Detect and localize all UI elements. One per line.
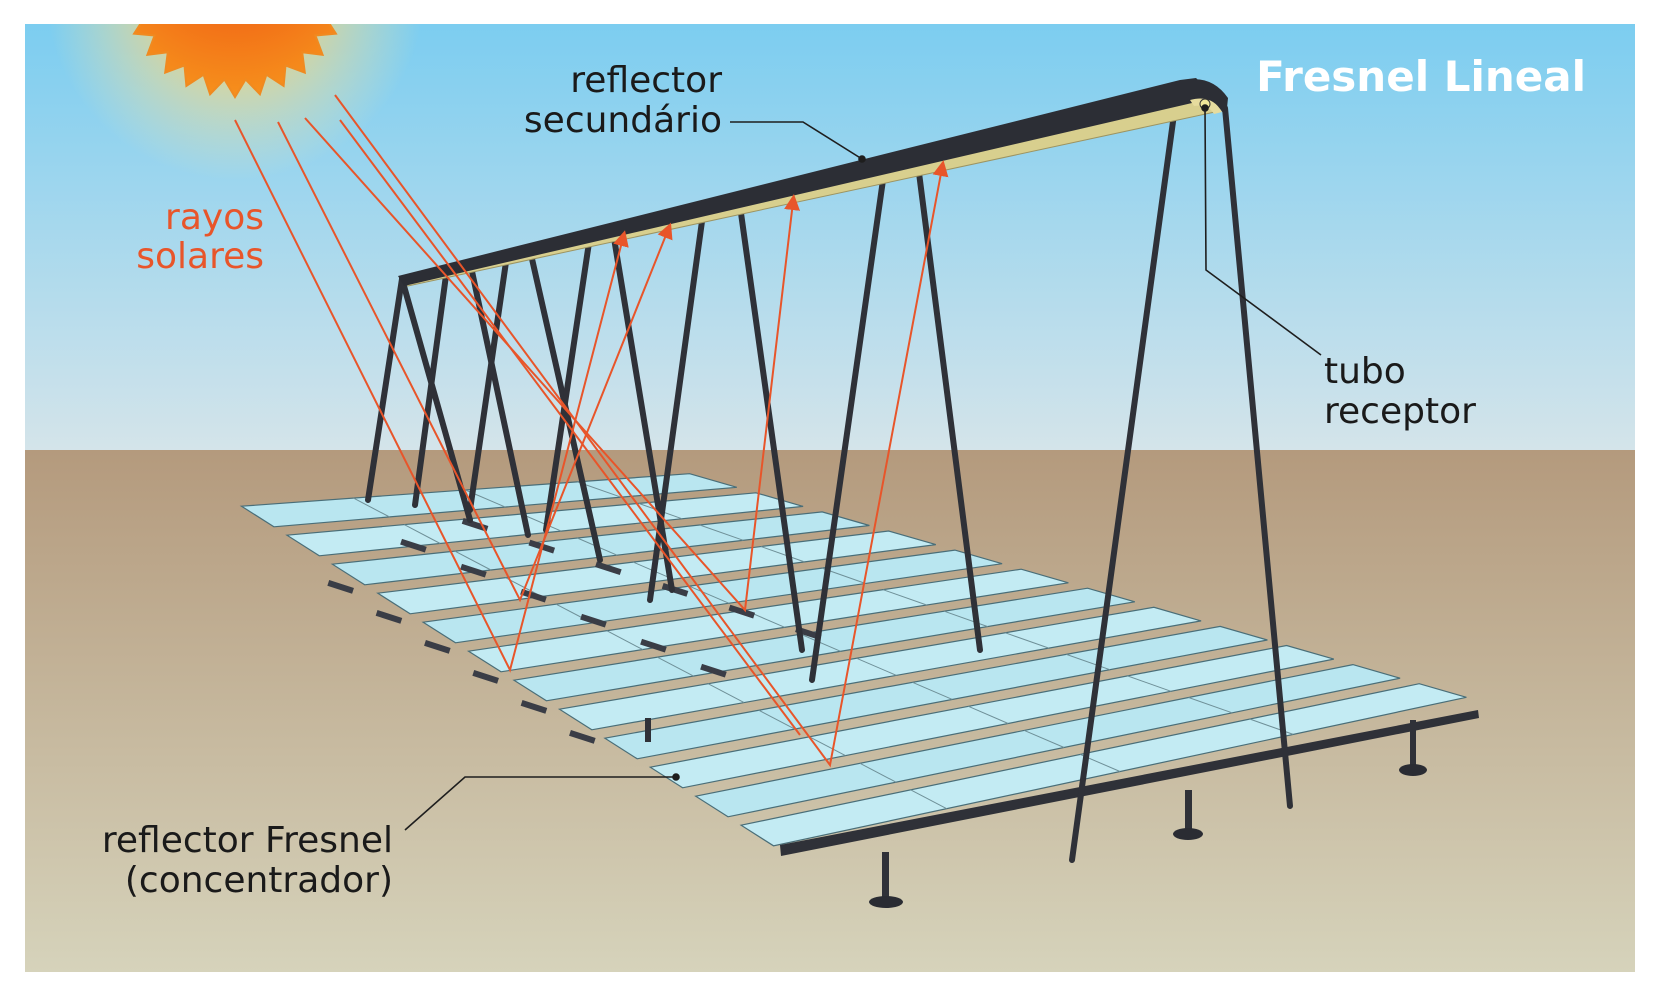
crossbar-segment [728, 604, 756, 619]
support-feet [645, 718, 1427, 908]
secondary-reflector-body [398, 78, 1214, 286]
mirror-joint [1188, 697, 1233, 714]
mirror-joint [657, 656, 694, 677]
crossbar-segment [424, 640, 451, 654]
crossbar-segment [375, 610, 403, 624]
solar-ray [334, 94, 949, 768]
title: Fresnel Lineal [1256, 52, 1586, 101]
front-rail [780, 710, 1479, 856]
crossbar-segment [595, 561, 622, 576]
mirror-joint [809, 736, 846, 757]
mirror-joint [521, 513, 562, 532]
mirror-joint [856, 657, 897, 676]
mirror-joint [707, 683, 745, 704]
mirror-joint [403, 524, 441, 544]
mirror-joint [353, 497, 390, 518]
mirror-joint [800, 633, 841, 652]
mirror-joint [1024, 729, 1065, 748]
crossbar-segment [400, 538, 427, 553]
mirror-joint [968, 705, 1009, 724]
support-leg [647, 211, 706, 603]
solar-ray [234, 119, 629, 673]
crossbar-segment [327, 580, 354, 594]
solar-ray [304, 117, 801, 613]
support-leg [543, 233, 593, 533]
label-secondary-reflector-line2: secundário [524, 100, 722, 141]
mirror-joint [1066, 653, 1111, 671]
support-leg [737, 203, 805, 653]
label-secondary-reflector-line1: reflector [570, 60, 722, 101]
mirror-crossbars [327, 518, 822, 744]
receiver-assembly [398, 78, 1228, 287]
crossbar-segment [520, 700, 548, 714]
label-fresnel-reflector-line1: reflector Fresnel [102, 820, 393, 861]
mirror-joint [912, 681, 953, 700]
label-sun-rays-line2: solares [136, 236, 264, 277]
mirror-joint [910, 789, 947, 810]
support-leg [1069, 104, 1178, 863]
mirror-joint [1005, 632, 1049, 649]
support-leg [1222, 105, 1293, 809]
leader-receiver-tube [1204, 107, 1322, 356]
crossbar-segment [460, 563, 487, 578]
support-leg [809, 170, 887, 683]
label-sun-rays-line1: rayos [165, 197, 264, 238]
receiver-support-legs [365, 104, 1293, 863]
mirror-joint [758, 709, 796, 730]
support-leg [412, 265, 450, 508]
solar-ray [339, 119, 801, 736]
leader-secondary-reflector [730, 121, 863, 160]
support-leg [365, 276, 405, 503]
crossbar-segment [569, 730, 596, 744]
mirror-joint [606, 630, 644, 651]
crossbar-segment [472, 670, 499, 684]
label-receiver-tube-line2: receptor [1324, 391, 1476, 432]
solar-ray [277, 121, 673, 603]
crossbar-segment [520, 588, 547, 603]
mirror-joint [760, 546, 805, 563]
mirror-joint [454, 550, 492, 571]
mirror-joint [1127, 675, 1172, 692]
solar-rays [234, 94, 949, 768]
crossbar-segment [700, 663, 727, 678]
crossbar-segment [580, 613, 607, 628]
mirror-joint [944, 610, 988, 628]
label-receiver-tube-line1: tubo [1324, 351, 1406, 392]
crossbar-segment [640, 638, 667, 653]
mirror-joint [688, 585, 729, 604]
leader-lines [404, 104, 1322, 831]
mirror-joint [859, 762, 897, 783]
leader-fresnel-reflector [404, 776, 676, 831]
mirror-joint [699, 524, 744, 541]
labels: Fresnel Lineal reflector secundário rayo… [102, 52, 1586, 901]
support-leg [467, 252, 510, 513]
mirror-joint [882, 589, 927, 606]
label-fresnel-reflector-line2: (concentrador) [125, 860, 393, 901]
sun-icon [48, 24, 422, 180]
